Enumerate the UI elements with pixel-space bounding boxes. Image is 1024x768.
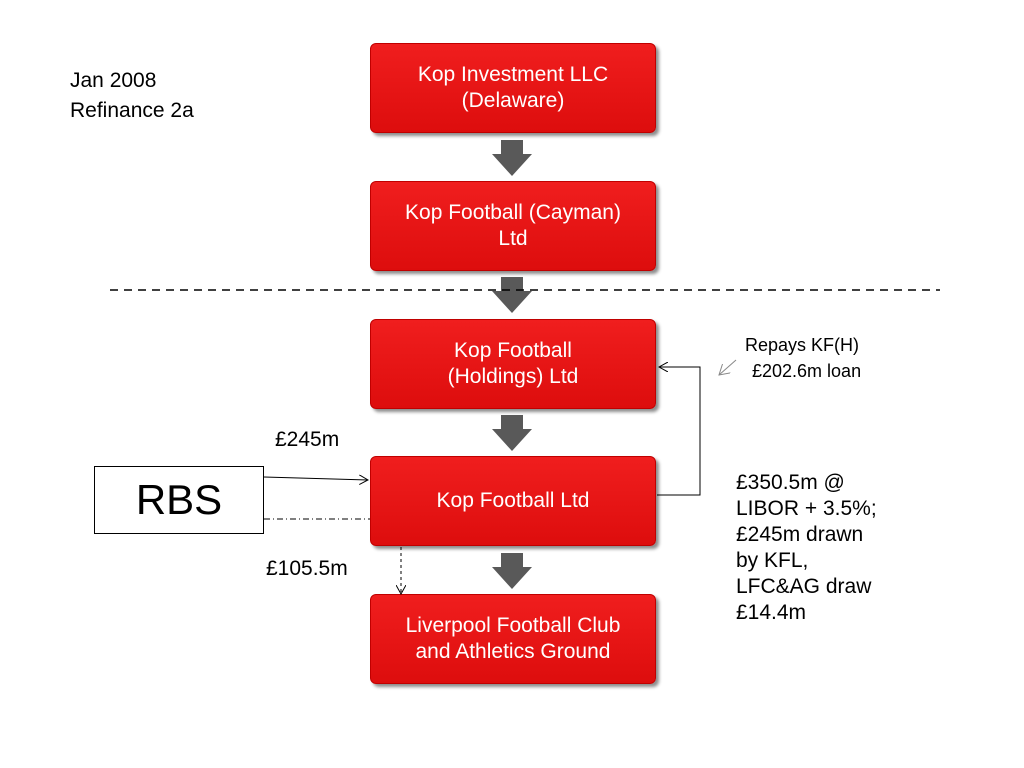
lender-box-rbs: RBS	[94, 466, 264, 534]
entity-box-kop-football-holdings: Kop Football (Holdings) Ltd	[370, 319, 656, 409]
facility-note-line: £350.5m @	[736, 471, 845, 494]
loan-arrow-kfl	[263, 477, 368, 480]
entity-label: Liverpool Football Club	[405, 614, 621, 637]
entity-label: Kop Football	[454, 339, 572, 362]
entity-box-kop-football-ltd: Kop Football Ltd	[370, 456, 656, 546]
amount-lfc-label: £105.5m	[266, 557, 348, 580]
entity-box-liverpool-fc: Liverpool Football Club and Athletics Gro…	[370, 594, 656, 684]
entity-label: Kop Football Ltd	[436, 489, 590, 512]
subtitle-label: Refinance 2a	[70, 99, 194, 122]
facility-note-line: £14.4m	[736, 601, 807, 624]
facility-note: £350.5m @ LIBOR + 3.5%; £245m drawn by K…	[736, 470, 877, 626]
facility-note-line: by KFL,	[736, 549, 809, 572]
lender-label: RBS	[135, 476, 223, 523]
repay-arrow	[657, 367, 701, 496]
entity-label: Ltd	[498, 227, 528, 250]
entity-box-kop-investment: Kop Investment LLC (Delaware)	[370, 43, 656, 133]
entity-box-kop-football-cayman: Kop Football (Cayman) Ltd	[370, 181, 656, 271]
entity-label: and Athletics Ground	[415, 640, 611, 663]
facility-note-line: LIBOR + 3.5%;	[736, 497, 877, 520]
entity-label: (Holdings) Ltd	[447, 365, 579, 388]
entity-label: (Delaware)	[461, 89, 565, 112]
repay-note-line1: Repays KF(H)	[745, 335, 860, 355]
facility-note-line: LFC&AG draw	[736, 575, 872, 598]
down-arrow-icon	[492, 277, 532, 313]
repay-note-line2: £202.6m loan	[752, 361, 862, 381]
facility-note-line: £245m drawn	[736, 523, 864, 546]
entity-label: Kop Investment LLC	[417, 63, 609, 86]
entity-label: Kop Football (Cayman)	[405, 201, 621, 224]
date-label: Jan 2008	[70, 69, 157, 92]
down-arrow-icon	[492, 415, 532, 451]
amount-kfl-label: £245m	[275, 428, 340, 451]
down-arrow-icon	[492, 140, 532, 176]
note-pointer-arrow	[719, 359, 737, 375]
down-arrow-icon	[492, 553, 532, 589]
